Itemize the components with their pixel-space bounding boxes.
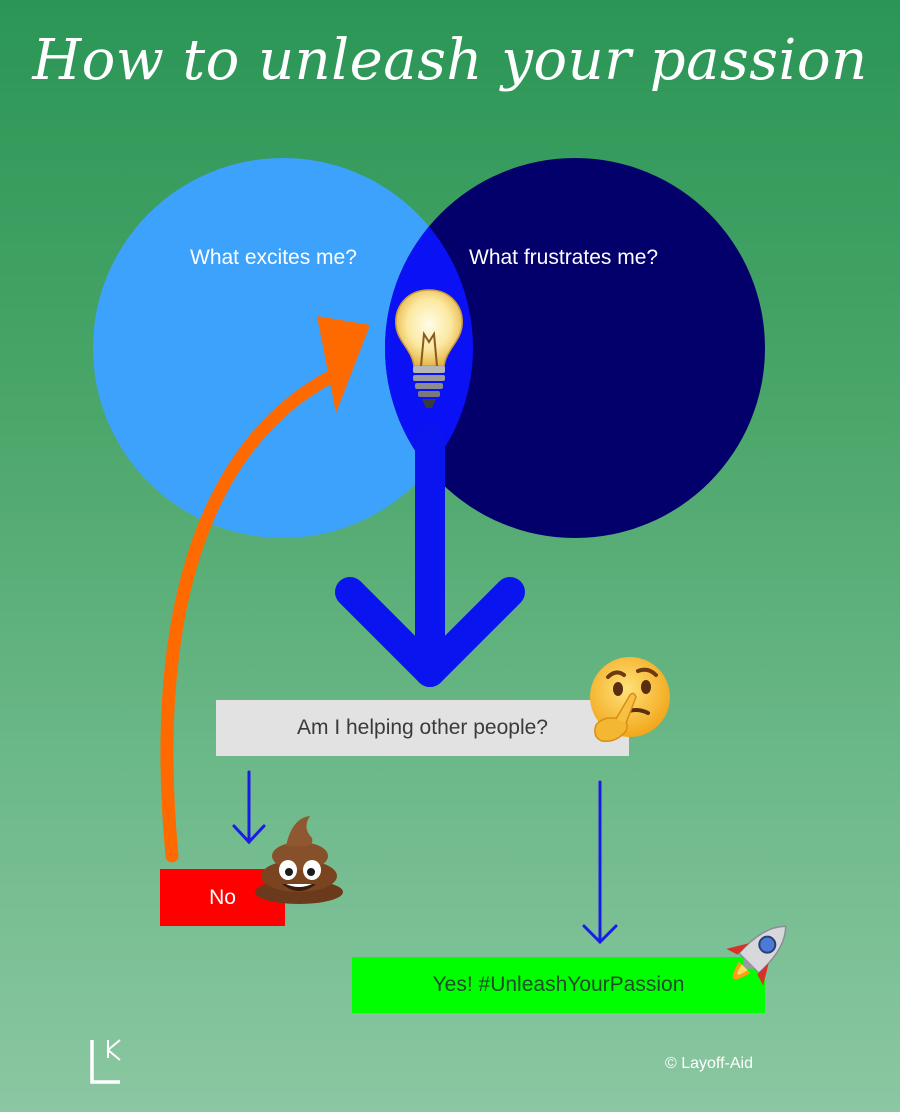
label-what-frustrates: What frustrates me? [469, 246, 659, 269]
main-down-arrow [335, 425, 525, 687]
arrow-to-no [232, 770, 266, 845]
thinking-face-icon [590, 657, 670, 743]
rocket-icon [726, 925, 787, 986]
loop-back-arrow [160, 316, 370, 863]
label-what-excites: What excites me? [190, 246, 357, 269]
arrow-to-yes [582, 780, 618, 945]
page-title: How to unleash your passion [32, 28, 868, 93]
copyright-text: © Layoff-Aid [665, 1055, 753, 1072]
question-box: Am I helping other people? [216, 700, 629, 756]
circle-excites [93, 158, 473, 538]
yes-box: Yes! #UnleashYourPassion [352, 957, 765, 1013]
lightbulb-icon [395, 289, 463, 408]
circle-frustrates [385, 158, 765, 538]
poop-icon [255, 816, 343, 904]
lk-logo [90, 1039, 121, 1084]
